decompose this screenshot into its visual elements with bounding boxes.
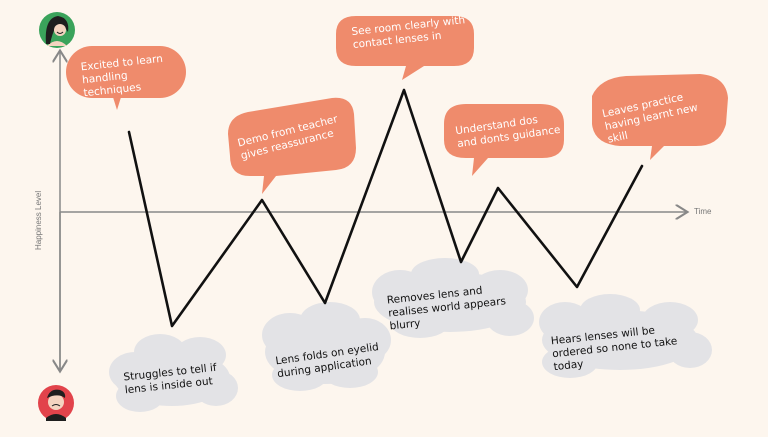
happy-face-icon: [39, 12, 75, 48]
positive-bubble-3: [336, 16, 474, 80]
y-axis-label: Happiness Level: [34, 190, 43, 250]
positive-bubble-4: [444, 104, 564, 176]
negative-cloud-3: [372, 258, 534, 338]
negative-cloud-1: [109, 334, 238, 412]
negative-cloud-2: [262, 302, 391, 391]
positive-bubble-5: [592, 74, 728, 160]
positive-bubble-2: [228, 97, 356, 194]
sad-face-icon: [38, 385, 74, 421]
x-axis-label: Time: [694, 207, 712, 216]
negative-cloud-4: [539, 294, 712, 378]
positive-bubble-1: [66, 46, 186, 110]
happiness-journey-line: [127, 88, 644, 328]
